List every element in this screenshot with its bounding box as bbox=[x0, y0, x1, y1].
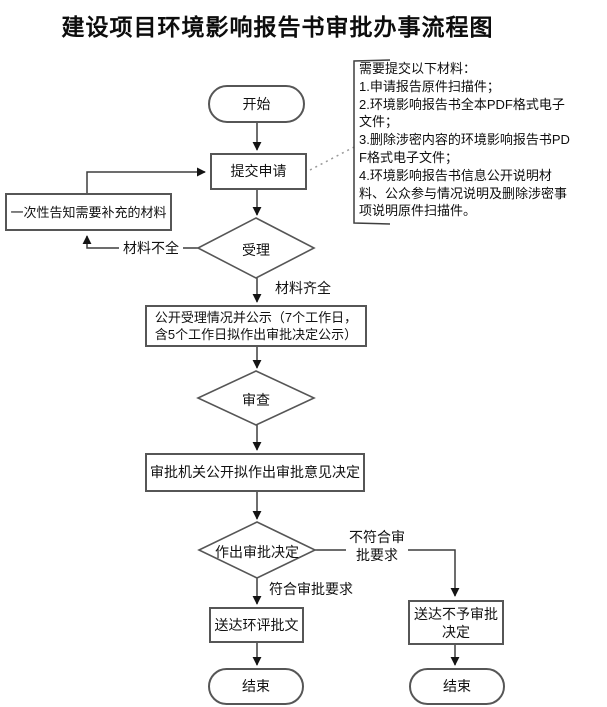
notes-callout-line bbox=[309, 145, 357, 171]
accept-diamond-label: 受理 bbox=[242, 242, 270, 258]
page-title: 建设项目环境影响报告书审批办事流程图 bbox=[61, 14, 494, 40]
edge-supplement-to-submit bbox=[86, 167, 206, 193]
publicity-line-2: 含5个工作日拟作出审批决定公示） bbox=[154, 327, 358, 342]
publicity-line-1: 公开受理情况并公示（7个工作日， bbox=[154, 310, 358, 325]
end-terminator-right: 结束 bbox=[409, 668, 505, 705]
label-not-meeting-requirements: 不符合审批要求 bbox=[346, 528, 408, 564]
end-terminator-left: 结束 bbox=[208, 668, 304, 705]
deliver-approval-box: 送达环评批文 bbox=[209, 607, 304, 643]
review-diamond bbox=[196, 370, 316, 426]
note-line-2: 2.环境影响报告书全本PDF格式电子文件； bbox=[359, 96, 565, 130]
start-terminator: 开始 bbox=[208, 85, 305, 123]
required-materials-note: 需要提交以下材料： 1.申请报告原件扫描件； 2.环境影响报告书全本PDF格式电… bbox=[359, 60, 572, 220]
notes-bracket bbox=[353, 59, 391, 225]
accept-diamond bbox=[196, 217, 316, 279]
supplement-notice-box: 一次性告知需要补充的材料 bbox=[5, 193, 172, 231]
note-line-1: 1.申请报告原件扫描件； bbox=[359, 78, 500, 94]
publicity-box: 公开受理情况并公示（7个工作日， 含5个工作日拟作出审批决定公示） bbox=[145, 305, 367, 347]
deliver-rejection-box: 送达不予审批决定 bbox=[408, 600, 504, 645]
final-decision-diamond-label: 作出审批决定 bbox=[215, 544, 299, 560]
note-line-4: 4.环境影响报告书信息公开说明材料、公众参与情况说明及删除涉密事项说明原件扫描件… bbox=[359, 167, 568, 219]
draft-decision-box: 审批机关公开拟作出审批意见决定 bbox=[145, 453, 365, 492]
note-line-3: 3.删除涉密内容的环境影响报告书PDF格式电子文件； bbox=[359, 132, 570, 165]
review-diamond-label: 审查 bbox=[242, 392, 270, 408]
label-meeting-requirements: 符合审批要求 bbox=[269, 581, 353, 597]
label-materials-incomplete: 材料不全 bbox=[119, 239, 183, 257]
final-decision-diamond bbox=[197, 521, 317, 579]
label-materials-complete: 材料齐全 bbox=[275, 280, 331, 296]
note-line-header: 需要提交以下材料： bbox=[359, 61, 477, 76]
submit-application-box: 提交申请 bbox=[210, 153, 307, 190]
